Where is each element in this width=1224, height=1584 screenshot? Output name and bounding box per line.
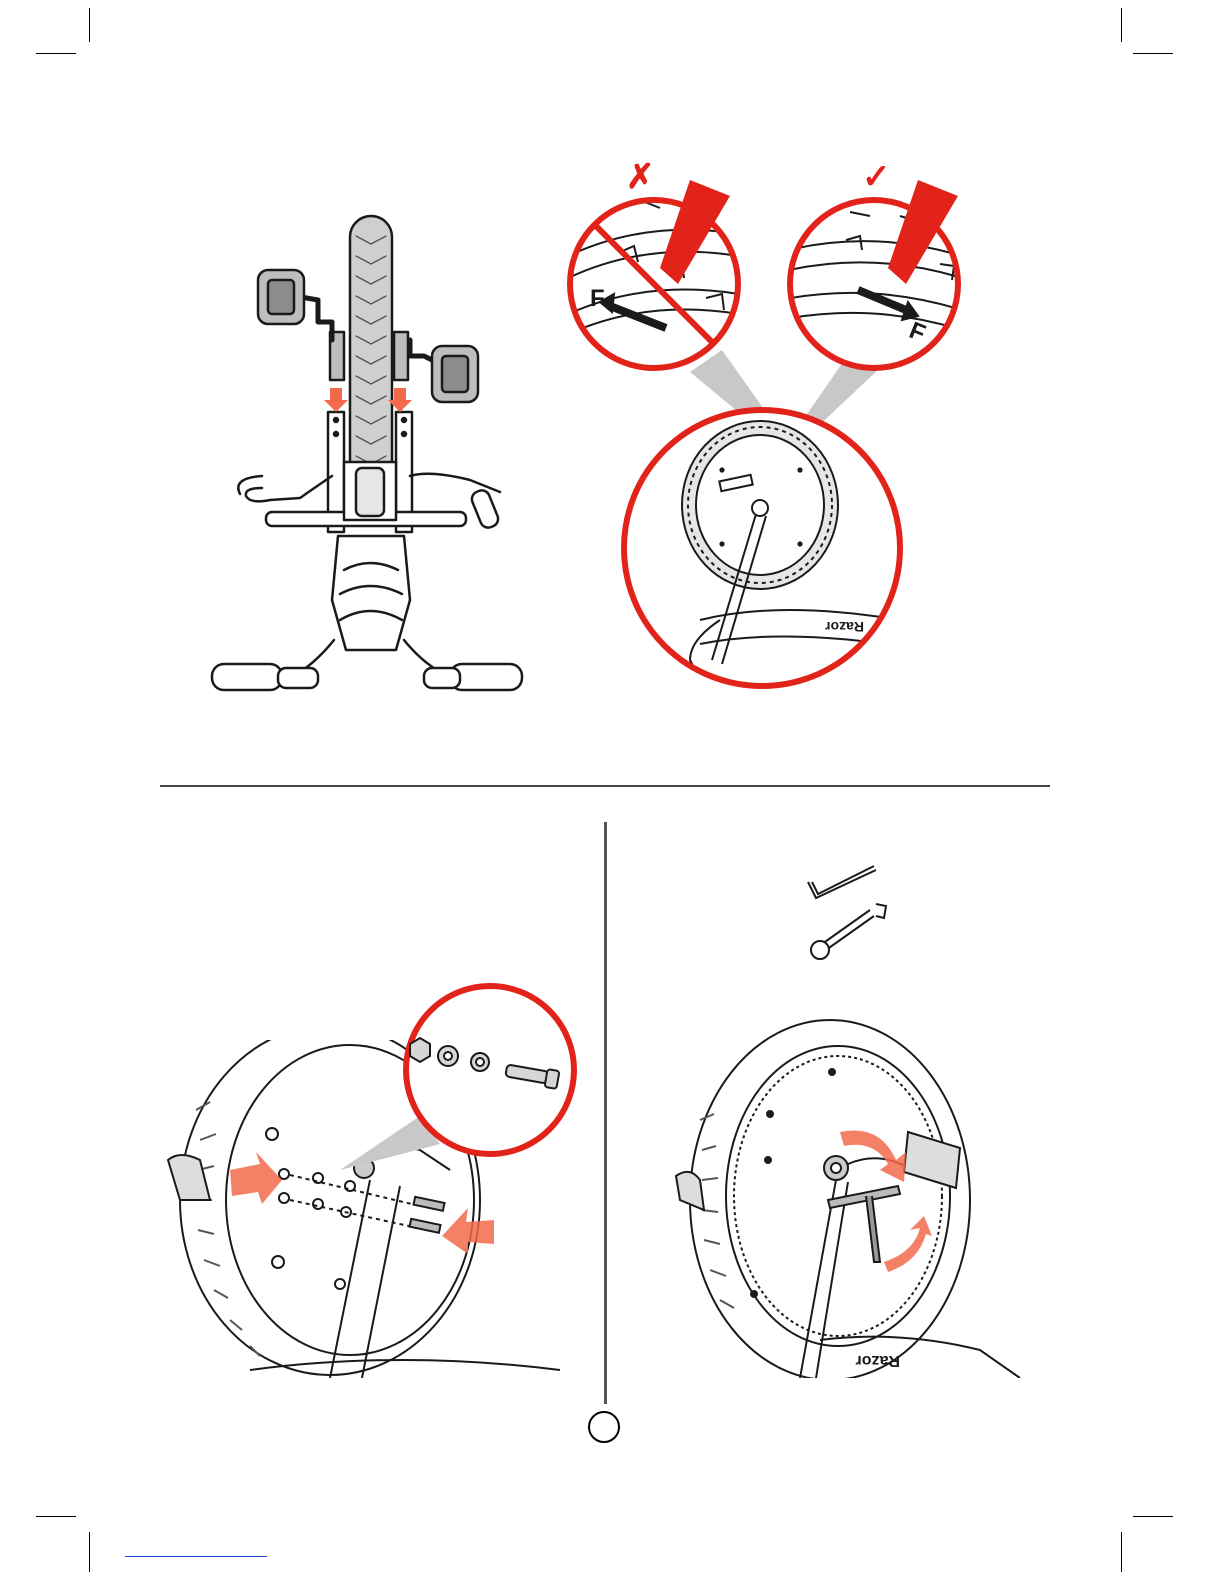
brand-label-bottom: Razor: [856, 1352, 900, 1369]
link-underline[interactable]: [125, 1556, 267, 1557]
page-number-badge: [588, 1411, 620, 1443]
allen-key-icon: [808, 866, 876, 898]
wrench-icon: [811, 904, 886, 959]
